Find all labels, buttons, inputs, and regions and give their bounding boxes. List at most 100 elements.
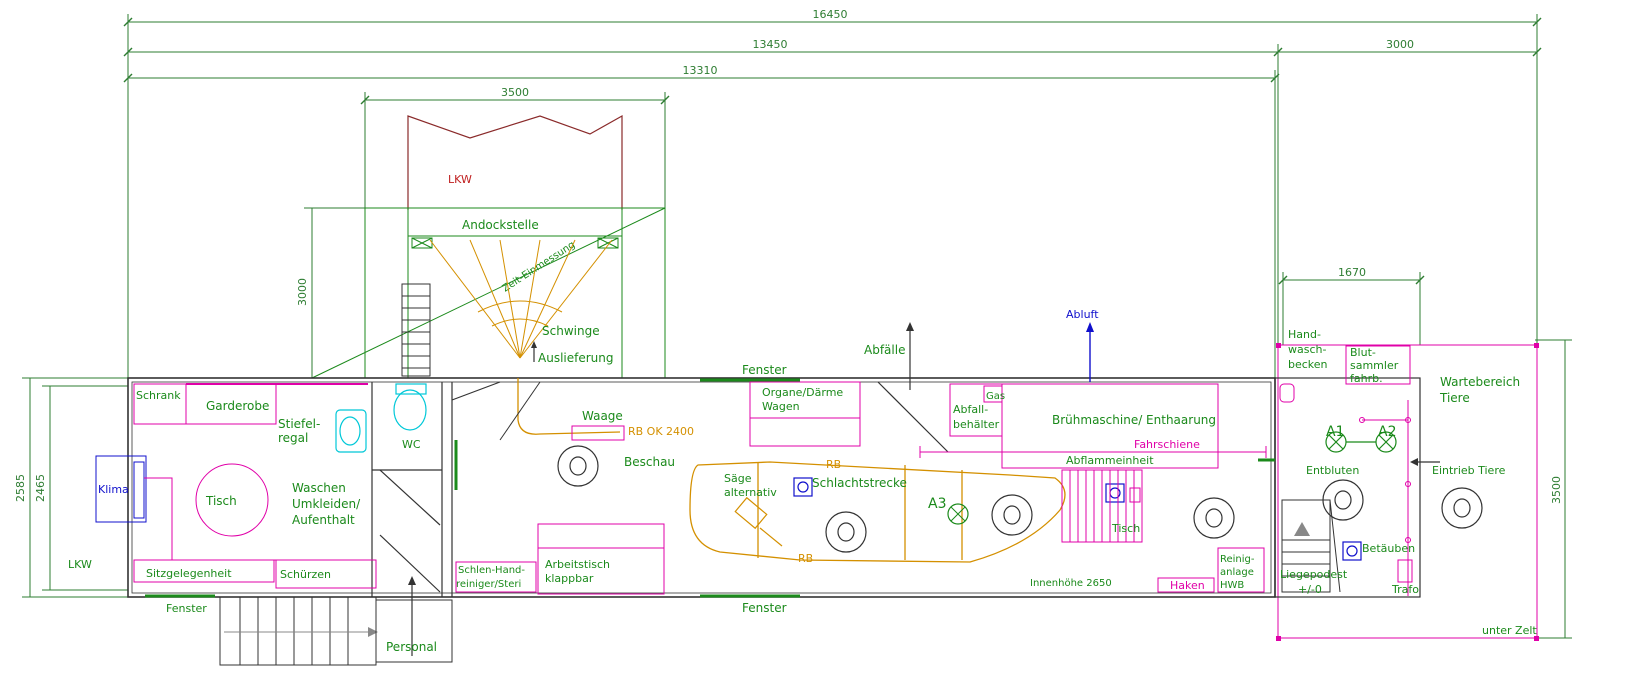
waiting-label-1: Wartebereich: [1440, 375, 1520, 389]
cleaning-label-1: Reinig-: [1220, 554, 1255, 565]
wardrobe-label: Garderobe: [206, 399, 269, 413]
hooks-box: [1157, 577, 1215, 593]
cleaning-box: [1217, 547, 1265, 593]
swing-door: [499, 381, 541, 441]
dimension-lines: [22, 14, 1572, 639]
truck-side-label: LKW: [68, 558, 92, 571]
singeing-label: Abflammeinheit: [1066, 454, 1154, 467]
rail-track-label: Fahrschiene: [1134, 438, 1200, 451]
table-right-label: Tisch: [1111, 522, 1140, 535]
rb-top-label: RB: [826, 458, 841, 471]
swing-label: Schwinge: [542, 324, 600, 338]
saw-handle: [759, 527, 783, 547]
blood-label-3: fahrb.: [1350, 372, 1383, 385]
a3-cross-2: [950, 506, 966, 522]
stunning-label: Betäuben: [1362, 542, 1415, 555]
window-bottom-label: Fenster: [742, 601, 787, 615]
tent-label: unter Zelt: [1482, 624, 1537, 637]
rb-bottom-label: RB: [798, 552, 813, 565]
staff-entry-label: Personal: [386, 640, 437, 654]
receiving-area-frame: [1277, 344, 1538, 639]
bleeding-label: Entbluten: [1306, 464, 1359, 477]
wash-label-2: Umkleiden/: [292, 497, 361, 511]
aprons-label: Schürzen: [280, 568, 331, 581]
window-top-label: Fenster: [742, 363, 787, 377]
stairs-arrow: [368, 627, 378, 637]
worktable-label-2: klappbar: [545, 572, 594, 585]
dimension-ticks: [123, 17, 1542, 285]
treatment-equipment: [919, 383, 1267, 469]
scale-label: Waage: [582, 409, 623, 423]
conveyor-rail: [517, 378, 1066, 563]
interior-height-label: Innenhöhe 2650: [1030, 578, 1112, 589]
inspection-label: Beschau: [624, 455, 675, 469]
singeing-table: [1061, 469, 1143, 543]
shoe-cleaner-label-1: Schlen-Hand-: [458, 565, 525, 576]
delivery-label: Auslieferung: [538, 351, 614, 365]
a3-marker: [947, 503, 969, 525]
dim-total-length: 16450: [813, 8, 848, 21]
intake-label: Eintrieb Tiere: [1432, 464, 1506, 477]
organs-cart-box: [749, 381, 861, 447]
scalding-label: Brühmaschine/ Enthaarung: [1052, 413, 1216, 427]
swing-fan: [429, 239, 613, 359]
delivery-arrow-head: [531, 341, 537, 348]
blood-label-1: Blut-: [1350, 346, 1376, 359]
organs-label-1: Organe/Därme: [762, 386, 843, 399]
a3-label: A3: [928, 496, 946, 512]
cleaning-label-3: HWB: [1220, 580, 1244, 591]
sanitary-fixtures: [335, 383, 427, 453]
window-left-label: Fenster: [166, 602, 207, 615]
waiting-label-2: Tiere: [1439, 391, 1470, 405]
exhaust-label: Abluft: [1066, 308, 1099, 321]
waste-label: Abfälle: [864, 343, 905, 357]
door-marks: [454, 440, 1275, 490]
waste-arrow-head: [906, 322, 914, 331]
personal-arrow-head: [408, 576, 416, 585]
organs-label-2: Wagen: [762, 400, 800, 413]
waste-bin-label-1: Abfall-: [953, 403, 988, 416]
dim-interior-length: 13310: [683, 64, 718, 77]
platform-label-2: +/-0: [1298, 583, 1322, 596]
slaughter-line-label: Schlachtstrecke: [812, 476, 907, 490]
dock-stairs: [401, 283, 431, 377]
dim-right-depth: 3500: [1550, 476, 1563, 504]
process-door-swing: [877, 381, 949, 453]
boot-rack-label-2: regal: [278, 431, 308, 445]
receiving-area-outline: [1274, 377, 1421, 598]
scale-box: [571, 425, 625, 441]
dim-dock-depth: 3000: [296, 278, 309, 306]
platform-arrow: [1294, 522, 1310, 536]
intake-arrow-head: [1410, 458, 1418, 466]
dim-dock-width: 3500: [501, 86, 529, 99]
dock-crossboxes: [411, 237, 619, 249]
boot-rack-label-1: Stiefel-: [278, 417, 320, 431]
a1-label: A1: [1326, 424, 1344, 440]
platform-stairs: [1281, 499, 1341, 593]
worktable-label-1: Arbeitstisch: [545, 558, 610, 571]
rail-label: RB OK 2400: [628, 425, 694, 438]
wash-label-1: Waschen: [292, 481, 346, 495]
dim-interior-width: 2465: [34, 474, 47, 502]
gas-label: Gas: [986, 391, 1005, 402]
platform-label-1: Liegepodest: [1280, 568, 1348, 581]
staff-area-walls: [371, 381, 501, 597]
handwash-label-3: becken: [1288, 358, 1328, 371]
truck-label: LKW: [448, 173, 472, 186]
exhaust-arrow-head: [1086, 322, 1094, 332]
saw-label-2: alternativ: [724, 486, 777, 499]
stunning-markers: [1325, 431, 1397, 453]
staff-area-furniture: [95, 383, 665, 595]
window-marks: [145, 378, 800, 598]
dim-total-width: 2585: [14, 474, 27, 502]
personal-entry-box: [375, 599, 453, 663]
table-label: Tisch: [205, 494, 237, 508]
blood-label-2: sammler: [1350, 359, 1399, 372]
entrance-stairs: [219, 596, 377, 666]
fence-posts: [1359, 400, 1413, 596]
aircon-label: Klima: [98, 483, 129, 496]
handwash-basin: [1279, 383, 1295, 403]
shoe-cleaner-label-2: reiniger/Steri: [456, 579, 521, 590]
dim-right-length: 3000: [1386, 38, 1414, 51]
hooks-label: Haken: [1170, 579, 1205, 592]
